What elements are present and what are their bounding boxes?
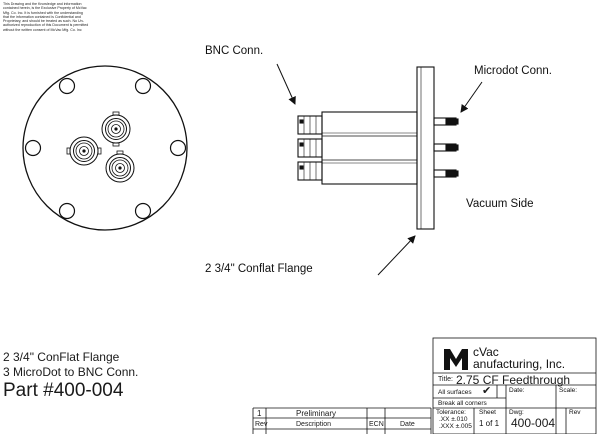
- sheet-label: Sheet: [479, 409, 496, 416]
- conflat-flange-label: 2 3/4" Conflat Flange: [205, 263, 313, 275]
- revision-number: 1: [257, 409, 262, 418]
- bolt-hole: [169, 139, 187, 157]
- drawing-number: 400-004: [511, 416, 556, 430]
- title-label: Title:: [438, 376, 453, 383]
- vacuum-side-label: Vacuum Side: [466, 198, 534, 210]
- bolt-hole: [58, 202, 76, 220]
- scale-label: Scale:: [559, 387, 578, 394]
- notice-line: This Drawing and the Knowledge and infor…: [3, 2, 82, 6]
- tolerance-xx: .XX ±.010: [439, 416, 468, 423]
- bnc-leader-arrow: [276, 63, 296, 105]
- part-number: Part #400-004: [3, 380, 124, 401]
- tolerance-label: Tolerance:: [436, 409, 466, 416]
- flange-front-view: [22, 65, 188, 231]
- microdot-connector-label: Microdot Conn.: [474, 65, 552, 77]
- notice-line: that the information contained is Confid…: [3, 14, 81, 19]
- break-corners-note: Break all corners: [438, 400, 487, 407]
- description-line: 3 MicroDot to BNC Conn.: [3, 364, 139, 379]
- sheet-value: 1 of 1: [479, 419, 500, 428]
- drawing-title: 2.75 CF Feedthrough: [456, 373, 571, 387]
- revision-description: Preliminary: [296, 409, 337, 418]
- company-name-line: anufacturing, Inc.: [473, 356, 566, 371]
- microdot-pin: [433, 143, 459, 152]
- company-name: cVac anufacturing, Inc.: [473, 345, 566, 371]
- bolt-hole: [134, 202, 152, 220]
- notice-line: Proprietary, and should be treated as su…: [3, 19, 84, 24]
- company-logo: [443, 347, 469, 371]
- microdot-pin: [433, 117, 459, 126]
- bnc-connector-side: [297, 115, 323, 135]
- description-line: 2 3/4" ConFlat Flange: [3, 350, 120, 364]
- notice-line: contained herein, is the Exclusive Prope…: [3, 6, 87, 11]
- microdot-pin: [433, 169, 459, 178]
- flange-leader-arrow: [377, 235, 416, 276]
- flange-side-view: [297, 66, 459, 230]
- rev-label: Rev: [569, 409, 581, 416]
- part-description: 2 3/4" ConFlat Flange 3 MicroDot to BNC …: [3, 350, 138, 379]
- title-block-frame: [432, 337, 597, 434]
- bolt-hole: [24, 139, 42, 157]
- m-logo-icon: [444, 349, 468, 370]
- date-label: Date:: [509, 387, 525, 394]
- bnc-connector-label: BNC Conn.: [205, 45, 264, 57]
- all-surfaces-note: All surfaces: [438, 389, 472, 396]
- notice-line: Mfg. Co. Inc. It is furnished with the u…: [3, 10, 83, 15]
- dwg-label: Dwg:: [509, 409, 524, 416]
- ecn-column-header: ECN: [369, 421, 384, 428]
- tolerance-xxx: .XXX ±.005: [439, 423, 472, 430]
- revision-table-frame: [252, 407, 432, 434]
- checkmark-icon: ✔: [482, 385, 492, 397]
- bnc-connector-front: [101, 111, 131, 147]
- microdot-leader-arrow: [460, 81, 483, 113]
- feedthrough-body: [321, 111, 418, 185]
- bolt-hole: [134, 77, 152, 95]
- bnc-connector-side: [297, 161, 323, 181]
- proprietary-notice: This Drawing and the Knowledge and infor…: [3, 2, 153, 32]
- description-column-header: Description: [296, 421, 332, 428]
- bolt-hole: [58, 77, 76, 95]
- notice-line: without the written consent of McVac Mfg…: [3, 27, 82, 32]
- company-name-line: cVac: [473, 345, 499, 359]
- bnc-connector-front: [66, 136, 102, 166]
- flange-plate: [416, 66, 435, 230]
- notice-line: authorized reproduction of this Document…: [3, 23, 89, 28]
- flange-outline: [22, 65, 188, 231]
- bnc-connector-front: [105, 150, 135, 183]
- date-column-header: Date: [400, 421, 415, 428]
- rev-column-header: Rev: [255, 421, 268, 428]
- bnc-connector-side: [297, 138, 323, 158]
